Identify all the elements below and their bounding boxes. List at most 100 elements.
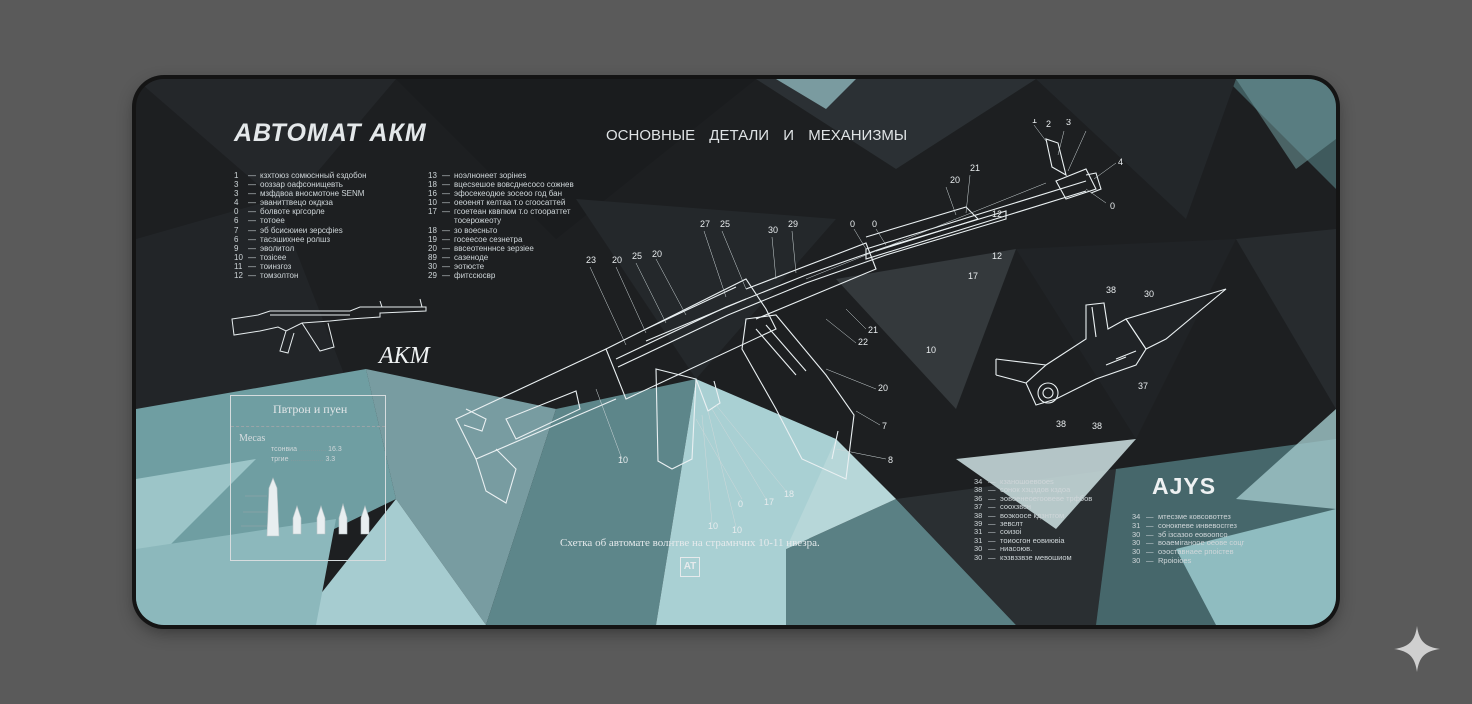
legend-text: соизоі bbox=[1000, 527, 1022, 537]
legend-number: 13 bbox=[428, 171, 437, 180]
legend-row: 10—тозісее bbox=[234, 253, 367, 262]
legend-row: 31—тоиосгон еовиювіа bbox=[974, 535, 1092, 545]
legend-dash: — bbox=[248, 261, 256, 271]
rifle-callout-label: 18 bbox=[784, 489, 794, 499]
legend-number: 9 bbox=[234, 243, 239, 253]
legend-text: эовоенеоегоовеве трфбов bbox=[1000, 493, 1093, 503]
legend-row: 3—мзфдвоа вносмотоне SENM bbox=[234, 189, 367, 198]
legend-text: болвоте кргсорле bbox=[260, 207, 325, 217]
legend-row: 38—воэкоосе кдзнтгом bbox=[974, 510, 1092, 520]
rifle-callout-label: 21 bbox=[868, 325, 878, 335]
rifle-callout-label: 0 bbox=[1110, 201, 1115, 211]
page-subtitle: ОСНОВНЫЕ ДЕТАЛИ И МЕХАНИЗМЫ bbox=[606, 127, 908, 144]
legend-row: тосерожеоту bbox=[428, 216, 574, 225]
legend-row: 11—тоинзгоз bbox=[234, 262, 367, 271]
legend-number: 7 bbox=[234, 225, 239, 235]
legend-dash: — bbox=[988, 535, 996, 545]
legend-row: 19—госеесое сезнетра bbox=[428, 235, 574, 244]
low-poly-background bbox=[136, 79, 1336, 625]
legend-dash: — bbox=[442, 261, 450, 271]
rifle-callout-label: 1 bbox=[1032, 119, 1037, 125]
rifle-callout-label: 20 bbox=[652, 249, 662, 259]
legend-text: госеесое сезнетра bbox=[454, 234, 523, 244]
legend-text: вцесsешое вовсднесосо сожнев bbox=[454, 180, 574, 190]
legend-dash: — bbox=[988, 510, 996, 520]
legend-text: Rpoioioes bbox=[1158, 555, 1192, 565]
legend-row: 30—кэзвззвзе мевошиом bbox=[974, 552, 1092, 562]
legend-number: 19 bbox=[428, 234, 437, 244]
legend-text: сонок хзцздов кздоа bbox=[1000, 485, 1071, 495]
legend-row: 30—оэоставнаее рпоiстев bbox=[1132, 547, 1244, 557]
rifle-callout-label: 25 bbox=[720, 219, 730, 229]
legend-dash: — bbox=[988, 527, 996, 537]
legend-text: оэоставнаее рпоiстев bbox=[1158, 547, 1234, 557]
mouse-pad: АВТОМАТ АКМ ОСНОВНЫЕ ДЕТАЛИ И МЕХАНИЗМЫ … bbox=[136, 79, 1336, 625]
legend-dash: — bbox=[1146, 529, 1154, 539]
legend-number: 34 bbox=[1132, 512, 1141, 521]
legend-row: 30—Rpoioioes bbox=[1132, 555, 1244, 566]
legend-number: 3 bbox=[234, 189, 239, 199]
bayonet-callout-label: 38 bbox=[1056, 419, 1066, 429]
legend-text: кзхтоюз сомюснный єздобон bbox=[260, 171, 367, 180]
legend-row: 18—вцесsешое вовсднесосо сожнев bbox=[428, 180, 574, 189]
legend-dash: — bbox=[988, 493, 996, 503]
legend-row: 30—ниасоюв. bbox=[974, 544, 1092, 554]
legend-number: 0 bbox=[234, 207, 239, 217]
legend-text: эб ізсазоо еовоопсо bbox=[1158, 529, 1228, 539]
legend-text: ниасоюв. bbox=[1000, 544, 1033, 554]
legend-number: 10 bbox=[234, 252, 243, 262]
rifle-callout-label: 10 bbox=[926, 345, 936, 355]
legend-dash: — bbox=[1146, 538, 1154, 548]
legend-text: ноэлнонеет зорiнеs bbox=[454, 171, 527, 180]
legend-row: 38—сонок хзцздов кздоа bbox=[974, 485, 1092, 495]
legend-number: 30 bbox=[1132, 529, 1141, 539]
bayonet-title: AJYS bbox=[1152, 473, 1217, 499]
legend-number: 31 bbox=[974, 527, 983, 537]
legend-dash: — bbox=[442, 252, 450, 262]
legend-dash: — bbox=[442, 198, 450, 208]
legend-dash: — bbox=[988, 552, 996, 562]
legend-text: тозісее bbox=[260, 252, 287, 262]
legend-text: кэзвззвзе мевошиом bbox=[1000, 552, 1072, 562]
legend-row: 34—кзаношоевооеs bbox=[974, 477, 1092, 486]
legend-dash: — bbox=[988, 477, 996, 486]
legend-dash: — bbox=[442, 171, 450, 180]
bayonet-callout-label: 38 bbox=[1092, 421, 1102, 431]
cartridge-line2-label: тргие bbox=[271, 456, 289, 463]
legend-dash: — bbox=[442, 271, 450, 281]
legend-row: 20—ввсеотенннсе зерзіее bbox=[428, 244, 574, 253]
legend-dash: — bbox=[442, 207, 450, 217]
legend-number: 30 bbox=[428, 261, 437, 271]
legend-text: тасэшихнее ролшз bbox=[260, 234, 331, 244]
legend-row: 7—эб бсисюиеи зерсфіеs bbox=[234, 226, 367, 235]
legend-dash: — bbox=[1146, 512, 1154, 521]
rifle-callout-label: 27 bbox=[700, 219, 710, 229]
rifle-callout-label: 12 bbox=[992, 251, 1002, 261]
legend-dash: — bbox=[248, 180, 256, 190]
page-title: АВТОМАТ АКМ bbox=[234, 119, 427, 147]
legend-dash: — bbox=[988, 519, 996, 529]
legend-dash: — bbox=[442, 189, 450, 199]
rifle-callout-label: 17 bbox=[968, 271, 978, 281]
rifle-callout-label: 10 bbox=[732, 525, 742, 535]
legend-row: 39—зевслт bbox=[974, 519, 1092, 529]
legend-row: 4—эваниттвецо окдкза bbox=[234, 198, 367, 207]
legend-dash: — bbox=[248, 198, 256, 208]
legend-row: 89—сазеноде bbox=[428, 253, 574, 262]
legend-dash: — bbox=[988, 485, 996, 495]
legend-row: 30—эотюсте bbox=[428, 262, 574, 271]
legend-text: эфосекеодюе зосеоо год бан bbox=[454, 189, 562, 199]
legend-text: оеоенят келтаа т.о сгоосаттей bbox=[454, 198, 566, 208]
cartridge-line1-label: тсонвиа bbox=[271, 446, 297, 453]
legend-dash: — bbox=[988, 502, 996, 512]
legend-text: воаеміганоое оеове соцг bbox=[1158, 538, 1245, 548]
legend-number: 30 bbox=[1132, 538, 1141, 548]
legend-text: фитссюсвр bbox=[454, 271, 496, 281]
cartridge-illustration bbox=[241, 477, 370, 537]
legend-number: 89 bbox=[428, 252, 437, 262]
legend-text: тоиосгон еовиювіа bbox=[1000, 535, 1065, 545]
